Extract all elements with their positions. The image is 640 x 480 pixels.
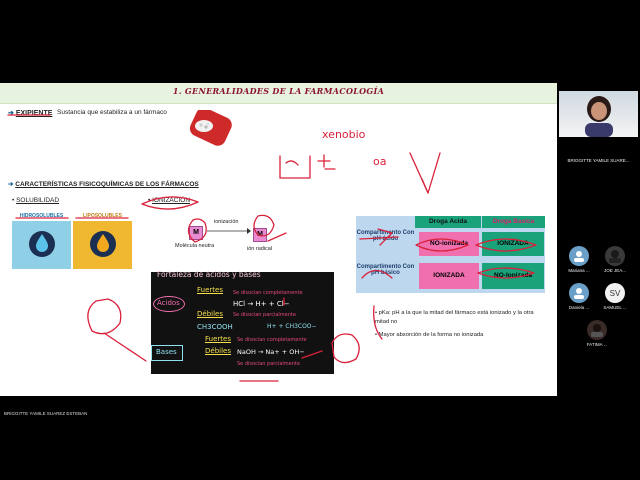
- excipiente-description: Sustancia que estabiliza a un fármaco: [57, 109, 167, 116]
- fuertes2-label: Fuertes: [205, 335, 231, 343]
- avatar: [605, 246, 625, 266]
- speaker-avatar: [585, 96, 613, 137]
- acidos-oval: [153, 296, 185, 312]
- table-header-acida: Droga Acida: [415, 216, 481, 228]
- avatar: SV: [605, 283, 625, 303]
- ch3coo-label: H+ + CH3COO−: [267, 323, 317, 330]
- ch3cooh-label: CH3COOH: [197, 323, 233, 331]
- person-icon: [574, 288, 584, 299]
- avatar: [587, 320, 607, 340]
- bases-box: [151, 345, 183, 361]
- solubilidad-bullet: • SOLUBILIDAD: [12, 197, 60, 204]
- absorcion-bullet: • Mayor absorción de la forma no ionizad…: [375, 332, 484, 338]
- arrow-icon: ➔: [8, 110, 14, 117]
- avatar: [569, 283, 589, 303]
- hidrosolubles-tile: HIDROSOLUBLES: [12, 212, 71, 269]
- disocian-parcialmente-2: Se disocian parcialmente: [237, 361, 300, 367]
- speaker-video[interactable]: [559, 91, 638, 137]
- table-header-basica: Droga Basica: [482, 216, 545, 228]
- excipiente-heading: ➔ EXIPIENTE: [8, 110, 53, 117]
- participants-panel: BRIGGITTE YAMILE SUARE... Mariana ... JO…: [557, 83, 640, 480]
- ion-radical-label: ión radical: [247, 246, 273, 252]
- liposolubles-tile: LIPOSOLUBLES: [73, 212, 132, 269]
- acidos-label: Acidos: [157, 299, 180, 307]
- shared-slide: 1. GENERALIDADES DE LA FARMACOLOGÍA ➔ EX…: [0, 83, 557, 396]
- caracteristicas-heading: ➔ CARACTERÍSTICAS FISICOQUÍMICAS DE LOS …: [8, 181, 199, 188]
- bases-label: Bases: [156, 348, 177, 356]
- slide-title: 1. GENERALIDADES DE LA FARMACOLOGÍA: [172, 86, 385, 96]
- fuertes-label: Fuertes: [197, 286, 223, 294]
- water-drop-icon: [29, 231, 55, 257]
- ionizacion-arrow: [207, 228, 251, 234]
- naoh-equation: NaOH → Na+ + OH−: [237, 348, 305, 356]
- table-cell: IONIZADA: [419, 263, 479, 289]
- blackboard-image: Fortaleza de ácidos y bases Acidos Fuert…: [151, 270, 334, 374]
- annotation-xenobio: xenobio: [322, 128, 366, 141]
- disocian-completamente-2: Se disocian completamente: [237, 337, 307, 343]
- speaker-name: BRIGGITTE YAMILE SUARE...: [567, 158, 630, 163]
- blackboard-title: Fortaleza de ácidos y bases: [157, 270, 261, 279]
- annotation-oa: oa: [373, 155, 387, 168]
- capsule-image: [189, 110, 232, 146]
- table-cell: NO-ionizada: [419, 232, 479, 256]
- hcl-equation: HCl → H+ + Cl−: [233, 300, 290, 308]
- molecula-neutra-label: Molécula neutra: [175, 243, 215, 249]
- pen-annotations: [7, 114, 537, 382]
- debiles-label: Débiles: [197, 310, 223, 318]
- disocian-parcialmente: Se disocian parcialmente: [233, 312, 296, 318]
- debiles2-label: Débiles: [205, 347, 231, 355]
- arrow-icon: ➔: [8, 181, 14, 188]
- slide-title-bar: [0, 83, 557, 104]
- oil-drop-icon: [90, 231, 116, 257]
- person-photo-icon: [609, 250, 621, 263]
- ionization-table: Droga Acida Droga Basica Compartimento C…: [356, 216, 545, 293]
- avatar: [569, 246, 589, 266]
- person-photo-icon: [591, 324, 603, 337]
- person-icon: [574, 251, 584, 262]
- table-cell: NO-Ionizada: [482, 263, 544, 289]
- presenter-name: BRIGGITTE YAMILE SUAREZ ESTEBAN: [4, 411, 88, 416]
- disocian-completamente: Se disocian completamente: [233, 290, 303, 296]
- pka-bullet: • pKa: pH a la que la mitad del fármaco …: [375, 310, 534, 325]
- molecule-m-box: M: [189, 226, 203, 240]
- ionizacion-arrow-label: ionización: [214, 219, 239, 225]
